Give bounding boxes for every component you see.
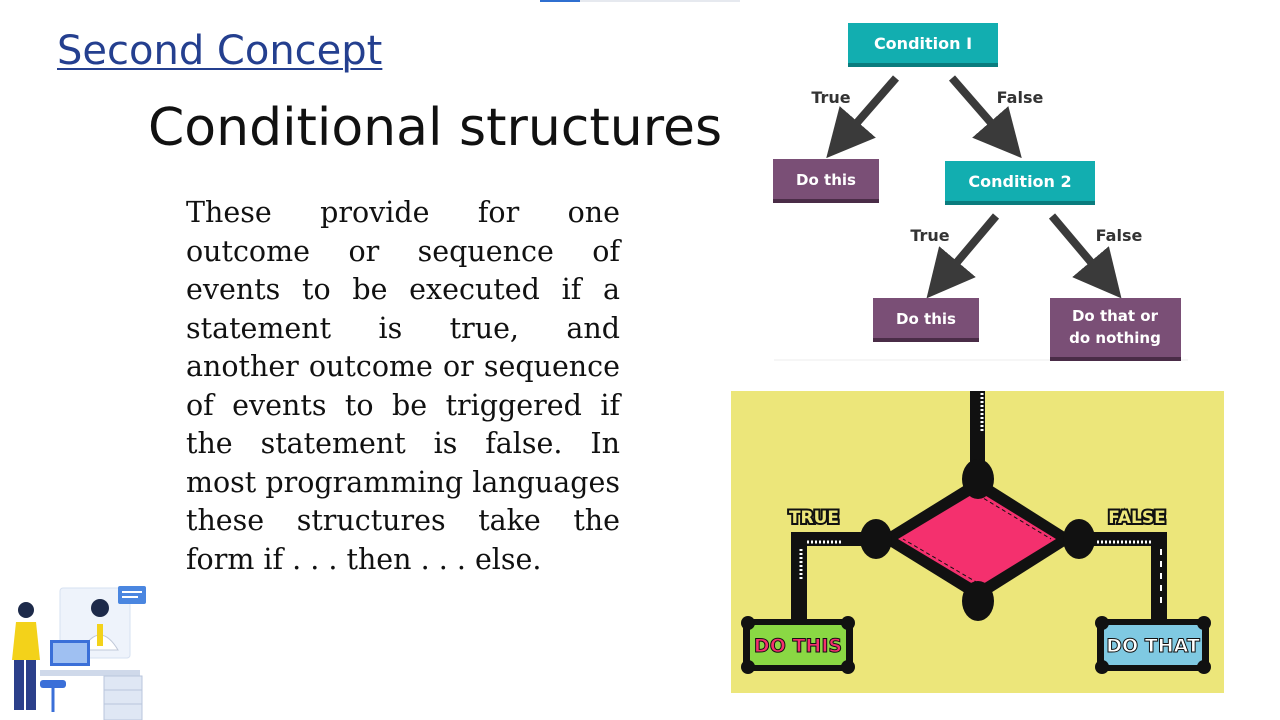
do-that-label: DO THAT [1106, 635, 1200, 657]
do-that-box: DO THAT [1095, 616, 1211, 674]
do-this-label: DO THIS [754, 635, 842, 657]
action-2-label: Do this [896, 310, 956, 328]
condition-1-box: Condition I [848, 23, 998, 67]
decision-diamond [898, 491, 1056, 587]
action-3-box: Do that or do nothing [1050, 298, 1181, 361]
action-3-label-line2: do nothing [1069, 329, 1161, 347]
action-1-label: Do this [796, 171, 856, 189]
conditional-flowchart: Condition I True False Do this Condition… [773, 23, 1188, 361]
top-scroll-indicator-accent [540, 0, 580, 2]
action-3-label-line1: Do that or [1072, 307, 1159, 325]
condition-1-label: Condition I [874, 34, 972, 53]
top-scroll-indicator [540, 0, 740, 2]
false-arrow-2 [1048, 213, 1122, 299]
action-1-box: Do this [773, 159, 879, 203]
condition-2-label: Condition 2 [968, 172, 1071, 191]
condition-2-box: Condition 2 [945, 161, 1095, 205]
false-label-1: False [997, 88, 1044, 107]
true-label-2: True [910, 226, 949, 245]
slide-body-text: These provide for one outcome or sequenc… [186, 196, 620, 576]
slide-title: Conditional structures [148, 98, 723, 158]
action-2-box: Do this [873, 298, 979, 342]
do-this-box: DO THIS [741, 616, 855, 674]
true-label: TRUE [789, 508, 839, 528]
true-arrow-1 [826, 75, 900, 159]
people-video-call-icon [12, 586, 146, 720]
false-label: FALSE [1108, 508, 1166, 528]
decision-diagram: TRUE FALSE DO THIS DO THAT [731, 391, 1224, 693]
true-label-1: True [811, 88, 850, 107]
true-arrow-2 [926, 213, 1000, 299]
false-label-2: False [1096, 226, 1143, 245]
section-link[interactable]: Second Concept [57, 28, 383, 74]
false-arrow-1 [948, 75, 1022, 159]
